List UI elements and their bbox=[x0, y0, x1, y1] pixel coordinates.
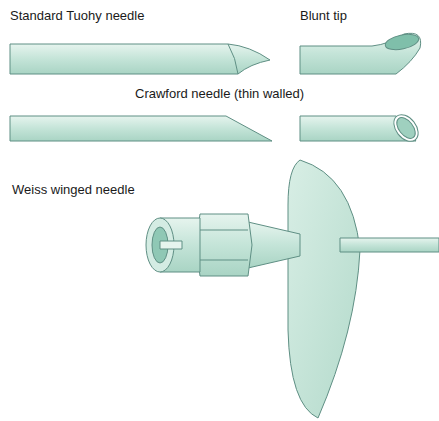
crawford-needle bbox=[10, 116, 272, 141]
weiss-hex-nut bbox=[196, 214, 252, 276]
part-label: Standard Tuohy needle bbox=[10, 8, 144, 24]
weiss-stylet-tab bbox=[160, 241, 182, 249]
weiss-cone bbox=[248, 222, 300, 268]
weiss-wing bbox=[288, 160, 360, 418]
part-label: Crawford needle (thin walled) bbox=[135, 86, 304, 102]
blunt-tip-opening bbox=[384, 32, 420, 53]
weiss-hex-face bbox=[200, 230, 248, 260]
part-label: Weiss winged needle bbox=[10, 182, 137, 198]
tuohy-needle bbox=[10, 44, 270, 74]
weiss-shaft bbox=[340, 238, 439, 252]
crawford-tip-lumen bbox=[393, 114, 419, 142]
crawford-tip-opening bbox=[389, 110, 423, 146]
tuohy-bevel bbox=[228, 44, 238, 74]
part-label: Blunt tip bbox=[300, 8, 347, 24]
